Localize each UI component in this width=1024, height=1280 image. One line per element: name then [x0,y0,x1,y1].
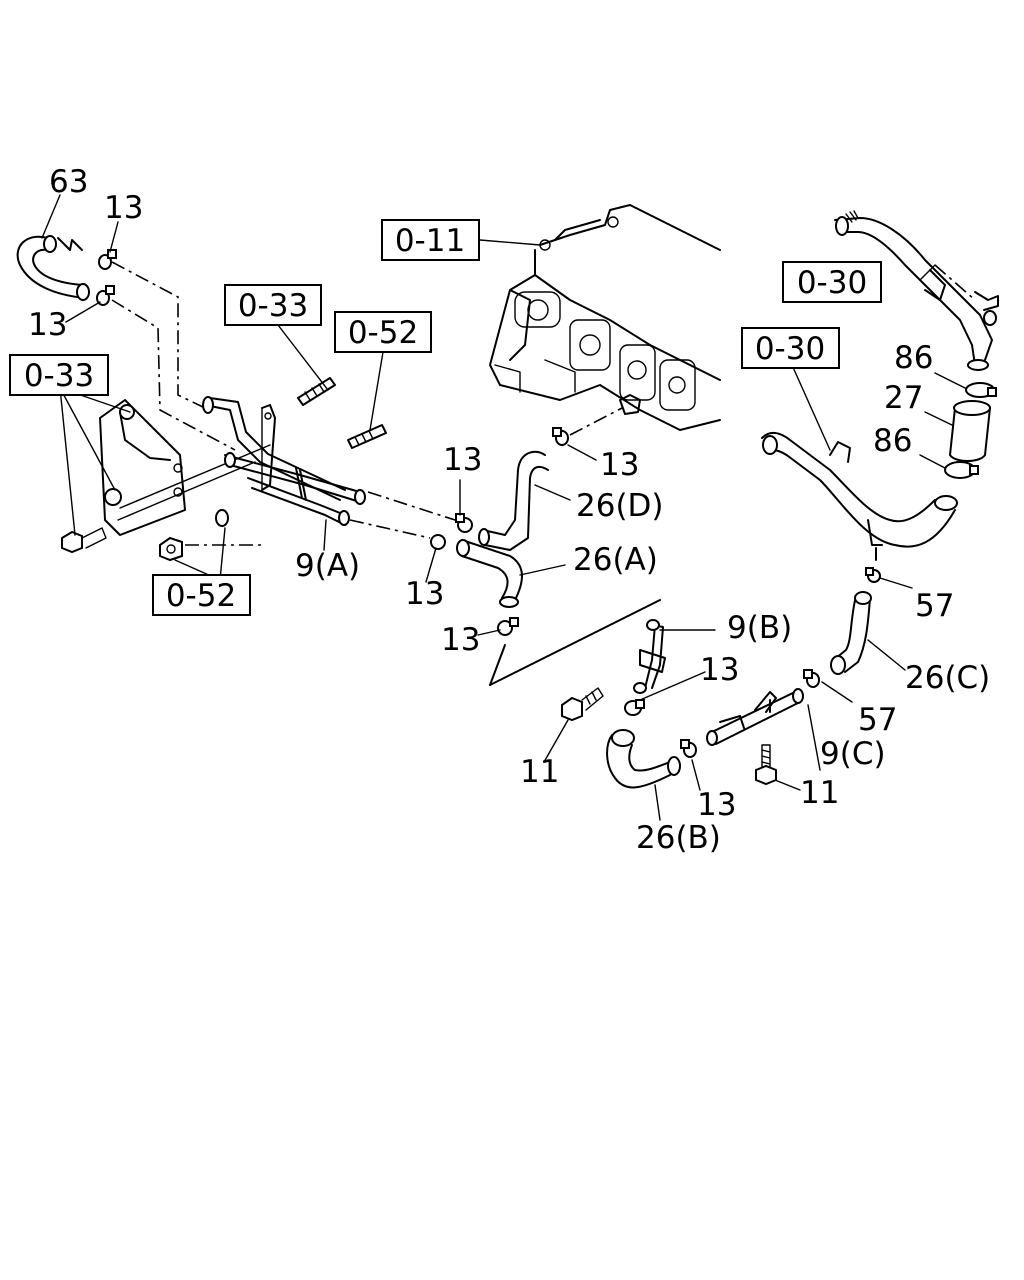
sleeve-27 [948,400,992,462]
callout-13-top: 13 [104,190,143,226]
callout-26c: 26(C) [905,660,990,696]
assembly-line-1 [111,261,206,409]
callout-63: 63 [49,164,88,200]
callout-11-left: 11 [520,754,559,790]
ref-box-0-52-lower: 0-52 [152,574,251,616]
stud-upper [297,377,336,406]
nut-left [159,536,183,562]
ref-0-52-lower-label: 0-52 [166,578,236,614]
assembly-line-2 [111,299,236,451]
callout-labels: 63 13 13 13 13 13 13 13 13 26(D) 26(A) 2… [28,164,990,856]
clamp-13-top-left [98,249,117,270]
cylinder-head [489,204,721,431]
assembly-line-6 [569,407,623,436]
clamp-13-side [680,739,697,758]
callout-9a: 9(A) [295,548,360,584]
clamp-57-lower [803,669,820,688]
clamp-57-upper [865,567,881,583]
ref-0-30-lower-label: 0-30 [755,331,825,367]
callout-13-bottom: 13 [697,787,736,823]
callout-13-left: 13 [28,307,67,343]
hose-26c [830,591,872,675]
assembly-line-5 [367,491,456,521]
lower-water-pipe [761,432,958,561]
ref-0-33-upper-label: 0-33 [238,288,308,324]
pipe-9b [633,619,666,694]
ref-0-52-upper-label: 0-52 [348,315,418,351]
assembly-line-4 [349,519,431,539]
ref-0-33-left-label: 0-33 [24,358,94,394]
callout-13-lower: 13 [441,622,480,658]
clamp-13-lower [497,617,519,636]
hose-26a [456,539,523,608]
callout-11-right: 11 [800,775,839,811]
ref-box-0-30-lower: 0-30 [741,327,840,369]
pipe-9a [202,396,366,526]
clamp-13-center-a [455,513,473,533]
clamp-86-upper [965,382,997,398]
break-mark [57,237,83,251]
callout-86-lower: 86 [873,423,912,459]
callout-13-center-low: 13 [405,576,444,612]
callout-13-center: 13 [443,442,482,478]
hose-26b [606,729,681,789]
callout-57-upper: 57 [915,588,954,624]
oil-cooler-bracket [99,399,271,536]
leader-group-line [489,599,661,686]
leader-group-line-2 [489,644,506,686]
clamp-13-26b [624,699,645,716]
callout-13-block: 13 [600,447,639,483]
assembly-line-7 [934,264,976,301]
hose-63 [16,235,90,301]
bolt-11-left [561,687,604,722]
callout-57-lower: 57 [858,702,897,738]
hose-26d [478,450,549,551]
bolt-11-right [755,744,777,786]
ref-box-0-30-upper: 0-30 [782,261,882,303]
callout-26a: 26(A) [573,542,658,578]
clamp-13-block [552,427,569,446]
ref-0-11-label: 0-11 [395,223,465,259]
ref-box-0-52-upper: 0-52 [334,311,432,353]
callout-9c: 9(C) [820,736,886,772]
ref-box-0-33-upper: 0-33 [224,284,322,326]
clamp-86-lower [944,461,979,479]
stud-lower [347,424,387,449]
bolt-left [61,527,107,554]
clamp-13-center-b [430,534,446,550]
upper-water-pipe [834,210,999,371]
callout-26b: 26(B) [636,820,721,856]
callout-86-upper: 86 [894,340,933,376]
ref-box-0-11: 0-11 [381,219,480,261]
ref-box-0-33-left: 0-33 [9,354,109,396]
callout-26d: 26(D) [576,488,664,524]
callout-9b: 9(B) [727,610,792,646]
callout-27: 27 [884,380,923,416]
pipe-9c [706,688,804,746]
callout-13-right: 13 [700,652,739,688]
washer-left [215,509,229,527]
ref-0-30-upper-label: 0-30 [797,265,867,301]
